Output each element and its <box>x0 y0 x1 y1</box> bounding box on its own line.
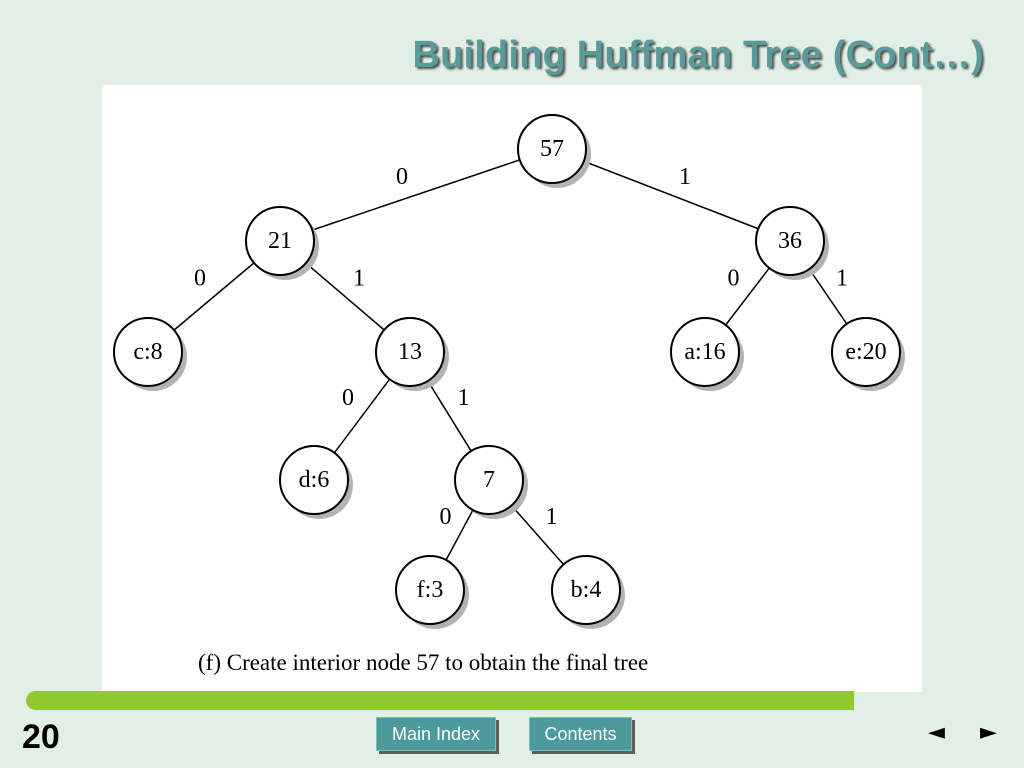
slide-title: Building Huffman Tree (Cont…) <box>412 34 984 76</box>
node-circle <box>831 317 901 387</box>
edge-label: 0 <box>396 164 408 190</box>
node-label: a:16 <box>684 339 725 365</box>
tree-node: 7 <box>454 445 528 519</box>
main-index-button[interactable]: Main Index <box>376 717 496 751</box>
node-circle <box>245 206 315 276</box>
node-label: 21 <box>268 228 292 254</box>
tree-edge <box>583 160 759 230</box>
edge-label: 1 <box>458 385 470 411</box>
node-label: d:6 <box>299 467 330 493</box>
tree-node: c:8 <box>113 317 187 391</box>
node-label: b:4 <box>571 577 602 603</box>
edge-label: 0 <box>728 266 740 292</box>
tree-node: 36 <box>755 206 829 280</box>
node-label: c:8 <box>133 339 162 365</box>
node-label: f:3 <box>417 577 444 603</box>
tree-edge <box>808 268 848 325</box>
node-circle <box>670 317 740 387</box>
tree-edge <box>311 159 521 231</box>
previous-slide-icon[interactable]: ◄ <box>928 720 945 745</box>
node-circle <box>454 445 524 515</box>
edge-label: 0 <box>440 504 452 530</box>
node-circle <box>395 555 465 625</box>
tree-edge <box>305 262 385 331</box>
node-label: 7 <box>483 467 495 493</box>
node-label: 36 <box>778 228 802 254</box>
node-label: 57 <box>540 136 564 162</box>
edge-label: 1 <box>836 266 848 292</box>
huffman-tree-diagram: 0 1 0 1 0 1 0 1 0 1 57 21 36 c:8 13 a:16 e:20 d:6 7 f:3 b:4… <box>113 114 905 675</box>
edge-label: 1 <box>546 504 558 530</box>
node-label: e:20 <box>845 339 886 365</box>
node-circle <box>755 206 825 276</box>
tree-node: b:4 <box>551 555 625 629</box>
tree-node: e:20 <box>831 317 905 391</box>
tree-edge <box>445 509 474 561</box>
huffman-tree-figure: 0 1 0 1 0 1 0 1 0 1 57 21 36 c:8 13 a:16 e:20 d:6 7 f:3 b:4… <box>102 85 922 692</box>
tree-edge <box>725 267 770 326</box>
figure-caption: (f) Create interior node 57 to obtain th… <box>198 650 648 675</box>
tree-node: f:3 <box>395 555 469 629</box>
node-circle <box>279 445 349 515</box>
slide-number: 20 <box>22 718 60 756</box>
node-circle <box>551 555 621 625</box>
edge-label: 0 <box>342 385 354 411</box>
next-slide-icon[interactable]: ► <box>980 720 997 745</box>
tree-node: a:16 <box>670 317 744 391</box>
tree-node: 57 <box>517 114 591 188</box>
edge-label: 1 <box>353 266 365 292</box>
tree-node: d:6 <box>279 445 353 519</box>
tree-node: 21 <box>245 206 319 280</box>
node-circle <box>113 317 183 387</box>
node-circle <box>375 317 445 387</box>
edge-label: 0 <box>194 266 206 292</box>
edge-label: 1 <box>679 164 691 190</box>
tree-nodes: 57 21 36 c:8 13 a:16 e:20 d:6 7 f:3 b:4 <box>113 114 905 629</box>
tree-node: 13 <box>375 317 449 391</box>
tree-edges: 0 1 0 1 0 1 0 1 0 1 <box>173 159 848 565</box>
tree-edge <box>510 505 565 565</box>
node-label: 13 <box>398 339 422 365</box>
node-circle <box>517 114 587 184</box>
contents-button[interactable]: Contents <box>529 717 632 751</box>
tree-edge <box>427 380 472 452</box>
accent-bar <box>26 691 854 710</box>
tree-edge <box>173 262 255 331</box>
tree-edge <box>333 378 391 454</box>
